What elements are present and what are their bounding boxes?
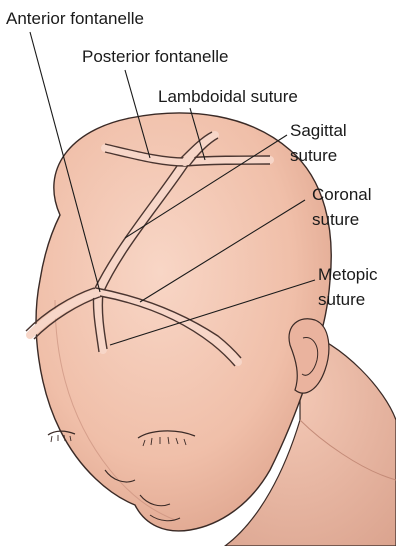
label-metopic-line2: suture <box>318 290 365 309</box>
label-anterior-fontanelle: Anterior fontanelle <box>6 9 144 28</box>
label-sagittal-line2: suture <box>290 146 337 165</box>
label-coronal-line2: suture <box>312 210 359 229</box>
label-coronal-line1: Coronal <box>312 185 372 204</box>
label-lambdoidal-suture: Lambdoidal suture <box>158 87 298 106</box>
label-metopic-line1: Metopic <box>318 265 378 284</box>
label-posterior-fontanelle: Posterior fontanelle <box>82 47 228 66</box>
label-sagittal-line1: Sagittal <box>290 121 347 140</box>
